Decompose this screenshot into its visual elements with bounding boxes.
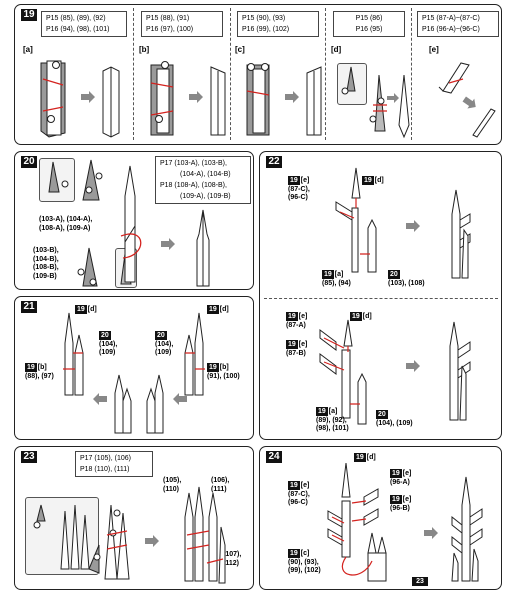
model-23-folding (33, 504, 130, 580)
step-number: 21 (21, 301, 37, 313)
label-22-bot-20: 20(104), (109) (376, 410, 413, 427)
label-22-top-e: 19[e](87-C),(96-C) (288, 176, 310, 201)
model-24-result (451, 476, 483, 582)
label-22-bot-d: 19[d] (350, 312, 372, 321)
step-23-panel: 23 P17 (105), (106)P18 (110), (111) (105… (14, 446, 254, 590)
model-20-tower (120, 165, 142, 283)
step-number: 24 (266, 451, 282, 463)
ref-box-20: P17 (103-A), (103-B),(104-A), (104-B) P1… (155, 156, 251, 204)
model-19c-folding (246, 63, 270, 136)
label-23-1: (105),(110) (163, 477, 182, 493)
label-22-top-d: 19[d] (362, 176, 384, 185)
model-19a-folding (40, 60, 66, 138)
right-arrow-icon (406, 360, 420, 372)
step-19-panel: 19 P15 (85), (89), (92)P16 (94), (98), (… (14, 4, 502, 145)
label-22-top-a: 19[a](85), (94) (322, 270, 351, 287)
ref-box-e: P15 (87-A)~(87-C)P16 (96-A)~(96-C) (417, 11, 499, 37)
label-20b: (103-B),(104-B),(108-B),(109-B) (33, 247, 59, 280)
ref-box-d: P15 (86)P16 (95) (333, 11, 405, 37)
model-19a-result (102, 66, 120, 138)
model-19b-folding (150, 61, 174, 136)
label-22-bot-e1: 19[e](87-A) (286, 312, 308, 329)
step-21-panel: 21 19[d] 20(104),(109) 19[b](88), (97) 2… (14, 296, 254, 440)
model-21-result-left (114, 374, 132, 434)
left-arrow-icon (173, 393, 187, 405)
label-24-e-a: 19[e](96-A) (390, 469, 412, 486)
ref-box-c: P15 (90), (93)P16 (99), (102) (237, 11, 319, 37)
label-23-2: (106),(111) (211, 477, 230, 493)
down-right-arrow-icon (462, 96, 476, 109)
model-20-result (196, 209, 210, 287)
right-arrow-icon (406, 220, 420, 232)
ref-step-23: 23 (412, 577, 428, 586)
step-number: 23 (21, 451, 37, 463)
label-24-e-b: 19[e](96-B) (390, 495, 412, 512)
step-22-panel: 22 19[d] 19[e](87-C),(96-C) 19[a](85), (… (259, 151, 502, 440)
model-19e-folding (438, 62, 470, 94)
right-arrow-icon (424, 527, 438, 539)
model-21-right (184, 312, 205, 396)
divider (133, 8, 134, 140)
label-23-3: (107),(112) (223, 551, 242, 567)
model-21-left (63, 312, 84, 396)
model-19d-result (398, 74, 410, 139)
right-arrow-icon (81, 91, 95, 103)
right-arrow-icon (145, 535, 159, 547)
model-22-top-result (451, 189, 471, 279)
model-21-result-right (146, 374, 164, 434)
model-22-top (335, 167, 377, 273)
section-label-a: [a] (23, 45, 33, 54)
model-24-assembly (327, 462, 387, 582)
step-number: 20 (21, 156, 37, 168)
section-label-e: [e] (429, 45, 439, 54)
model-22-bottom-result (449, 321, 471, 421)
label-22-bot-e2: 19[e](87-B) (286, 340, 308, 357)
divider (230, 8, 231, 140)
left-arrow-icon (93, 393, 107, 405)
label-21-right-20: 20(104),(109) (155, 331, 174, 356)
right-arrow-icon (161, 238, 175, 250)
divider (325, 8, 326, 140)
right-arrow-icon (387, 93, 399, 103)
model-19b-result (210, 66, 226, 136)
label-21-right-d: 19[d] (207, 305, 229, 314)
step-number: 19 (21, 9, 37, 21)
step-20-panel: 20 P17 (103-A), (103-B),(104-A), (104-B)… (14, 151, 254, 290)
label-20a: (103-A), (104-A),(108-A), (109-A) (39, 216, 93, 232)
divider (411, 8, 412, 140)
ref-box-a: P15 (85), (89), (92)P16 (94), (98), (101… (41, 11, 127, 37)
model-22-bottom (319, 319, 367, 425)
label-21-left-20: 20(104),(109) (99, 331, 118, 356)
label-22-bot-a: 19[a](89), (92),(98), (101) (316, 407, 349, 432)
section-label-c: [c] (235, 45, 245, 54)
label-21-right-b: 19[b](91), (100) (207, 363, 240, 380)
label-24-e-left: 19[e](87-C),(96-C) (288, 481, 310, 506)
divider (264, 298, 498, 299)
right-arrow-icon (285, 91, 299, 103)
section-label-b: [b] (139, 45, 150, 54)
label-21-left-b: 19[b](88), (97) (25, 363, 54, 380)
model-20a-folding (48, 159, 103, 201)
model-23-result (184, 486, 226, 584)
label-24-c: 19[c](90), (93),(99), (102) (288, 549, 321, 574)
section-label-d: [d] (331, 45, 342, 54)
label-21-left-d: 19[d] (75, 305, 97, 314)
model-19c-result (306, 66, 322, 136)
step-24-panel: 24 19[d] 19[e](87-C),(96-C) 19[e](96-A) … (259, 446, 502, 590)
ref-box-b: P15 (88), (91)P16 (97), (100) (141, 11, 223, 37)
model-19e-result (472, 108, 496, 138)
label-24-d: 19[d] (354, 453, 376, 462)
model-19d-folding (341, 66, 387, 132)
ref-box-23: P17 (105), (106)P18 (110), (111) (75, 451, 153, 477)
right-arrow-icon (189, 91, 203, 103)
label-22-top-20: 20(103), (108) (388, 270, 425, 287)
step-number: 22 (266, 156, 282, 168)
